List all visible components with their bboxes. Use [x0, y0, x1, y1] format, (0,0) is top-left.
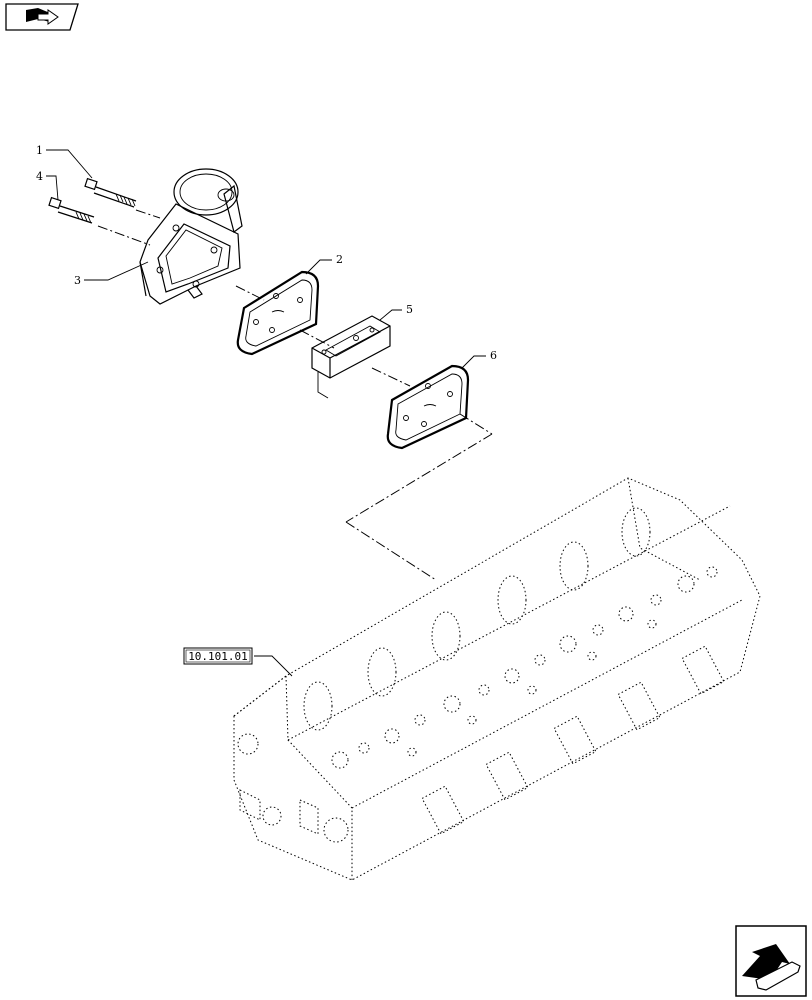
screw-part-4 [48, 196, 95, 224]
callout-4: 4 [36, 170, 43, 183]
callout-6: 6 [490, 349, 497, 362]
next-page-arrow-icon[interactable] [735, 925, 807, 997]
spacer-part-5 [311, 315, 391, 399]
alignment-lines [97, 209, 493, 581]
screw-part-1 [84, 177, 137, 208]
callout-2: 2 [336, 253, 343, 266]
reference-label: 10.101.01 [188, 650, 248, 663]
callout-1: 1 [36, 144, 43, 157]
callout-leaders [46, 149, 486, 677]
gasket-part-6 [386, 364, 470, 450]
reference-link[interactable]: 10.101.01 [183, 647, 253, 665]
callout-3: 3 [74, 274, 81, 287]
book-arrow-icon[interactable] [5, 3, 79, 31]
gasket-part-2 [236, 270, 320, 356]
callout-5: 5 [406, 303, 413, 316]
intake-housing-part-3 [139, 168, 243, 305]
cylinder-head-outline [233, 477, 761, 881]
